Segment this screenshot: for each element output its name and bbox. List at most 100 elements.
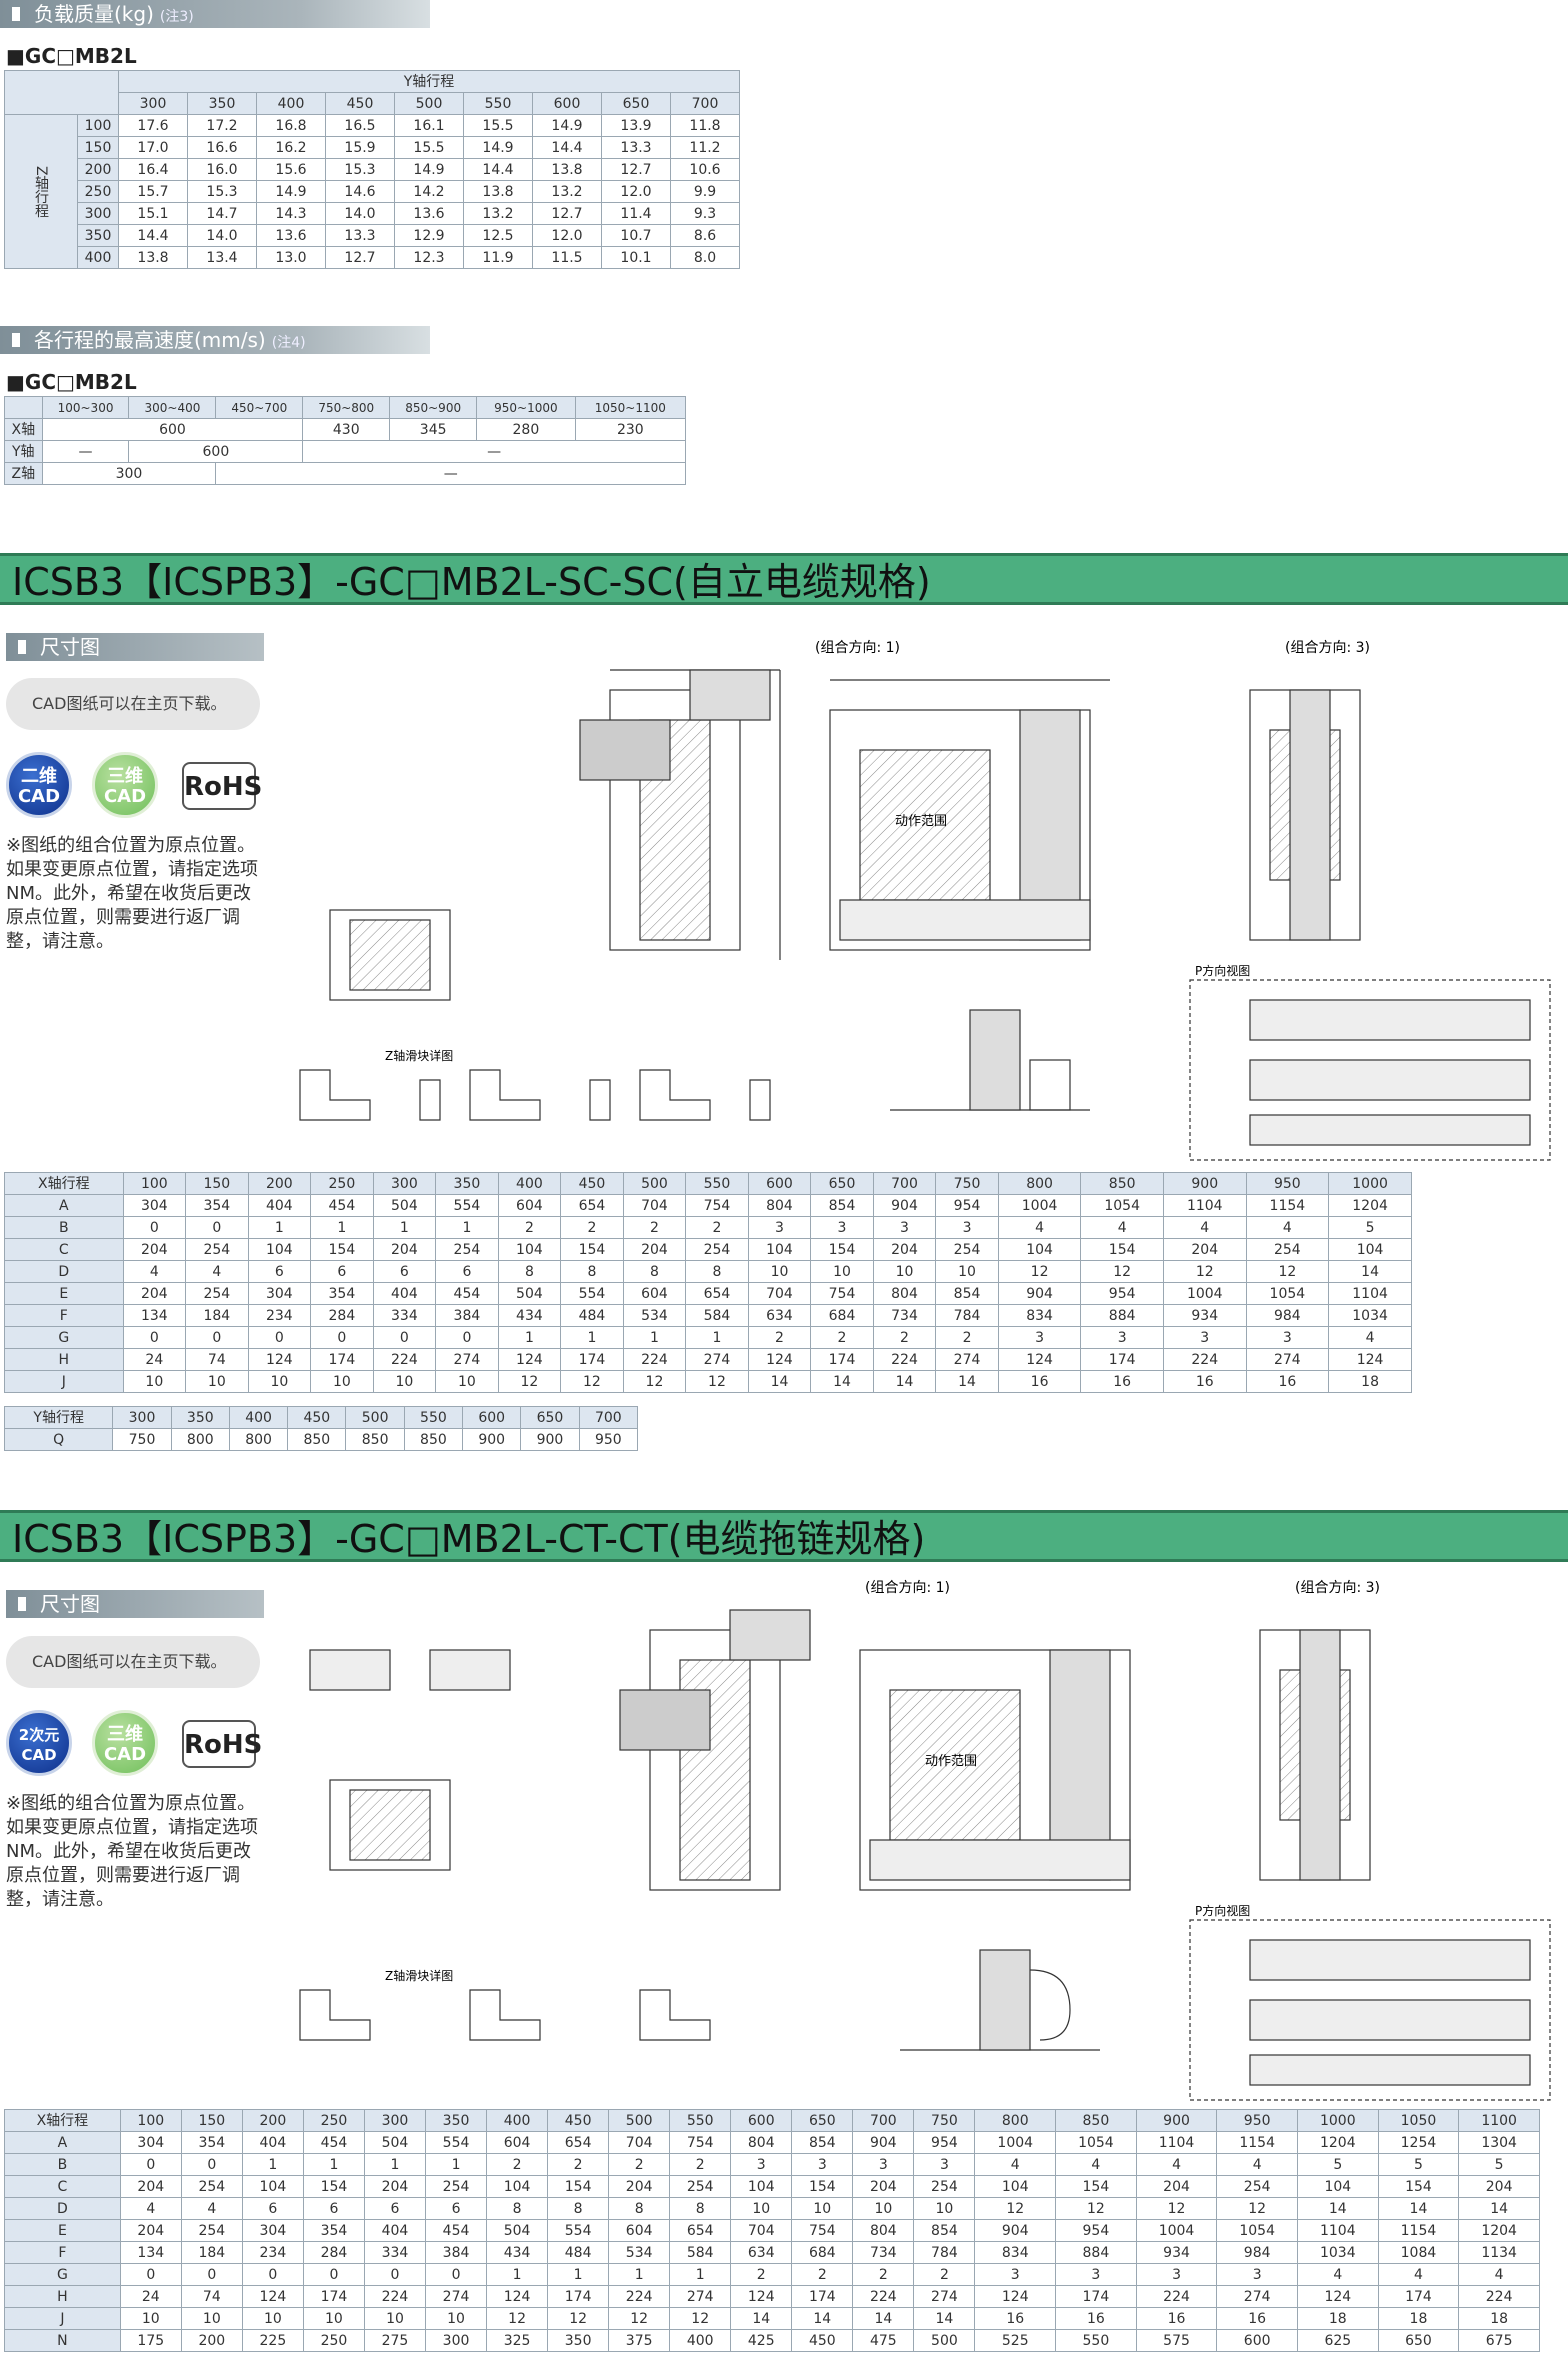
column-header: 900 (1135, 2109, 1218, 2132)
table-cell: 74 (185, 1348, 249, 1371)
column-header: 850 (1080, 1172, 1164, 1195)
table-cell: 224 (1162, 1348, 1247, 1371)
row-header: B (4, 1216, 124, 1239)
table-cell: 15.1 (118, 202, 188, 225)
table-cell: 6 (363, 2197, 427, 2220)
column-header: 650 (520, 1406, 580, 1429)
table-cell: 6 (424, 2197, 488, 2220)
table-cell: 654 (560, 1194, 624, 1217)
table-cell: 584 (685, 1304, 749, 1327)
table-cell: 10.6 (670, 158, 740, 181)
table-cell: 404 (241, 2131, 304, 2154)
column-header: 650 (601, 92, 671, 115)
column-header: 1050 (1377, 2109, 1460, 2132)
row-header: Q (3, 1428, 114, 1451)
table-cell: 0 (247, 1326, 312, 1349)
table-cell: 604 (486, 2131, 549, 2154)
table-cell: 250 (302, 2329, 365, 2352)
table-cell: 2 (486, 2153, 549, 2176)
table-cell: 8.0 (670, 246, 740, 269)
table-cell: 675 (1458, 2329, 1540, 2352)
table-cell: 254 (180, 2175, 243, 2198)
table-cell: 15.3 (325, 158, 395, 181)
row-header: C (4, 1238, 124, 1261)
stroke-header: Y轴行程 (3, 1406, 114, 1429)
table-cell: 6 (310, 1260, 374, 1283)
row-header: 250 (77, 180, 119, 203)
column-header: 600 (462, 1406, 522, 1429)
corner-cell (4, 70, 119, 115)
z-stroke-header: Z轴行程 (4, 114, 78, 269)
table-cell: 24 (122, 1348, 187, 1371)
table-cell: 284 (302, 2241, 365, 2264)
table-cell: 16 (1162, 1370, 1247, 1393)
table-cell: 12 (497, 1370, 562, 1393)
table-cell: 454 (302, 2131, 365, 2154)
table-cell: 884 (1055, 2241, 1137, 2264)
row-header: 100 (77, 114, 119, 137)
table-cell: 104 (747, 1238, 812, 1261)
table-cell: 1 (622, 1326, 687, 1349)
table-cell: 224 (872, 1348, 937, 1371)
table-cell: 124 (974, 2285, 1057, 2308)
table-cell: 2 (791, 2263, 854, 2286)
table-cell: 4 (974, 2153, 1057, 2176)
table-cell: 854 (791, 2131, 854, 2154)
table-cell: 154 (547, 2175, 610, 2198)
table-cell: 204 (363, 2175, 427, 2198)
table-cell: 850 (345, 1428, 405, 1451)
table-cell: 600 (41, 418, 304, 441)
table-cell: 1004 (974, 2131, 1057, 2154)
table-cell: 4 (119, 2197, 182, 2220)
row-header: H (4, 2285, 121, 2308)
row-header: 350 (77, 224, 119, 247)
section1-cad-note[interactable]: CAD图纸可以在主页下载。 (6, 678, 260, 730)
table-cell: 654 (547, 2131, 610, 2154)
table-cell: 204 (852, 2175, 915, 2198)
table-cell: 254 (685, 1238, 749, 1261)
table-cell: 224 (852, 2285, 915, 2308)
table-cell: 9.9 (670, 180, 740, 203)
table-cell: 10 (872, 1260, 937, 1283)
table-cell: 12 (608, 2307, 671, 2330)
table-cell: 854 (913, 2219, 976, 2242)
table-cell: 1054 (1245, 1282, 1330, 1305)
orient1-label-2: (组合方向: 1) (865, 1580, 950, 1596)
p-view-label-2: P方向视图 (1195, 1903, 1250, 1918)
section2-drawings: (组合方向: 1) (组合方向: 3) 动作范围 P方向视图 Z轴滑块详图 (299, 1580, 1551, 2101)
table-cell: 12.7 (325, 246, 395, 269)
table-cell: 1 (486, 2263, 549, 2286)
table-cell: 1 (241, 2153, 304, 2176)
table-cell: 954 (913, 2131, 976, 2154)
table-cell: 704 (730, 2219, 793, 2242)
table-cell: 74 (180, 2285, 243, 2308)
table-cell: 14 (1296, 2197, 1379, 2220)
table-cell: 24 (119, 2285, 182, 2308)
table-cell: 8.6 (670, 224, 740, 247)
table-cell: 18 (1328, 1370, 1412, 1393)
table-cell: 350 (547, 2329, 610, 2352)
table-cell: 12 (1080, 1260, 1164, 1283)
section2-cad-note[interactable]: CAD图纸可以在主页下载。 (6, 1636, 260, 1688)
table-cell: 274 (685, 1348, 749, 1371)
table-cell: 0 (424, 2263, 488, 2286)
table-cell: 134 (122, 1304, 187, 1327)
table-cell: 625 (1296, 2329, 1379, 2352)
table-cell: 454 (424, 2219, 488, 2242)
table-cell: 0 (119, 2263, 182, 2286)
table-cell: 14.9 (256, 180, 326, 203)
table-cell: 13.8 (532, 158, 602, 181)
table-cell: 0 (180, 2263, 243, 2286)
table-cell: 14 (935, 1370, 999, 1393)
table-cell: 10 (747, 1260, 812, 1283)
